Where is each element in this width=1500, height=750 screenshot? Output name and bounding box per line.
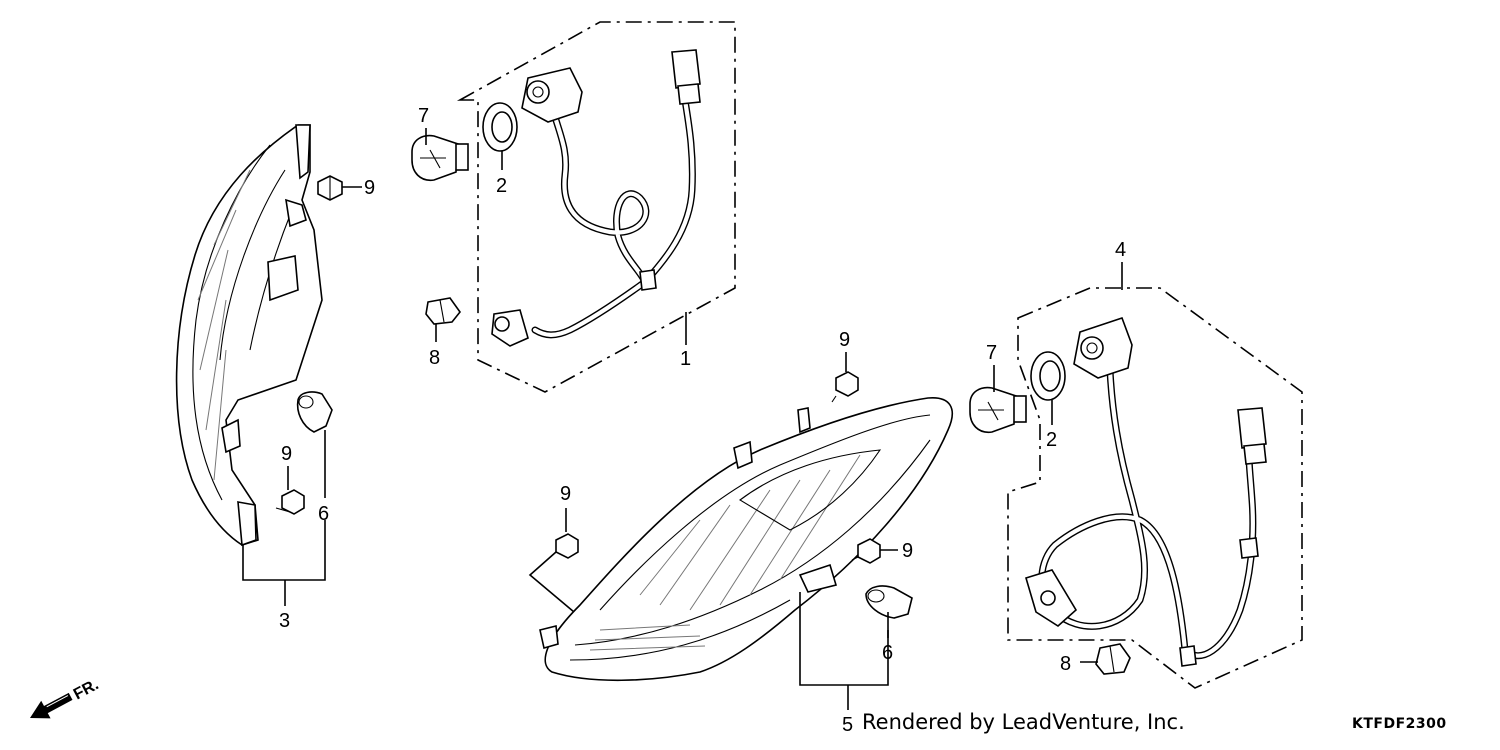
- callout-6-right: 6: [882, 642, 893, 664]
- callout-9-a: 9: [364, 177, 375, 199]
- callout-7-right: 7: [986, 342, 997, 364]
- screw-9-d: [555, 533, 579, 559]
- right-wiring-harness: [1025, 316, 1267, 667]
- seal-2-right: [1030, 351, 1066, 401]
- leader-5: [799, 592, 889, 686]
- callout-4: 4: [1115, 239, 1126, 261]
- callout-9-c: 9: [839, 329, 850, 351]
- clip-6-left: [296, 391, 333, 433]
- screw-9-a: [317, 175, 343, 201]
- callout-2-right: 2: [1046, 429, 1057, 451]
- callout-8-right: 8: [1060, 653, 1071, 675]
- credit-text: Rendered by LeadVenture, Inc.: [862, 710, 1185, 734]
- assembly-4-outline: [1007, 287, 1303, 689]
- bulb-7-upper: [411, 134, 469, 182]
- callout-3: 3: [279, 610, 290, 632]
- seal-2-upper: [482, 102, 518, 152]
- assembly-1-outline: [456, 21, 736, 393]
- diagram-code: KTFDF2300: [1352, 716, 1447, 732]
- callout-7-upper: 7: [418, 105, 429, 127]
- upper-wiring-harness: [491, 49, 701, 347]
- callout-6-left: 6: [318, 503, 329, 525]
- clip-6-right: [865, 585, 913, 619]
- callout-8-upper: 8: [429, 347, 440, 369]
- callout-5: 5: [842, 714, 853, 736]
- callout-1: 1: [680, 348, 691, 370]
- screw-9-b: [275, 489, 305, 515]
- center-headlight-lens: [539, 397, 953, 682]
- leader-3: [242, 520, 326, 581]
- wedge-bulb-8-upper: [425, 297, 462, 325]
- callout-9-b: 9: [281, 443, 292, 465]
- bulb-7-right: [969, 386, 1027, 434]
- wedge-bulb-8-right: [1095, 643, 1131, 675]
- callout-9-e: 9: [902, 540, 913, 562]
- screw-9-c: [831, 371, 859, 403]
- front-direction-arrow: FR.: [30, 676, 102, 719]
- front-label: FR.: [71, 676, 102, 703]
- callout-9-d: 9: [560, 483, 571, 505]
- left-turn-signal-housing: [175, 124, 323, 547]
- callout-2-upper: 2: [496, 175, 507, 197]
- screw-9-e: [851, 538, 881, 564]
